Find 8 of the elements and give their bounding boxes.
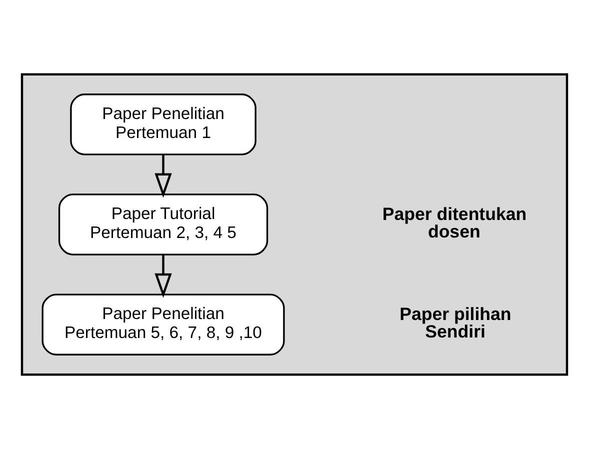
node-box: Paper Penelitian Pertemuan 1 xyxy=(70,94,256,156)
node-box: Paper Tutorial Pertemuan 2, 3, 4 5 xyxy=(58,194,268,256)
cluster xyxy=(20,73,568,376)
arrow xyxy=(154,154,172,198)
arrow xyxy=(154,254,172,298)
label: Paper pilihan Sendiri xyxy=(400,304,512,342)
label: Paper ditentukan dosen xyxy=(382,204,527,242)
node-box: Paper Penelitian Pertemuan 5, 6, 7, 8, 9 ,10 xyxy=(42,294,285,356)
